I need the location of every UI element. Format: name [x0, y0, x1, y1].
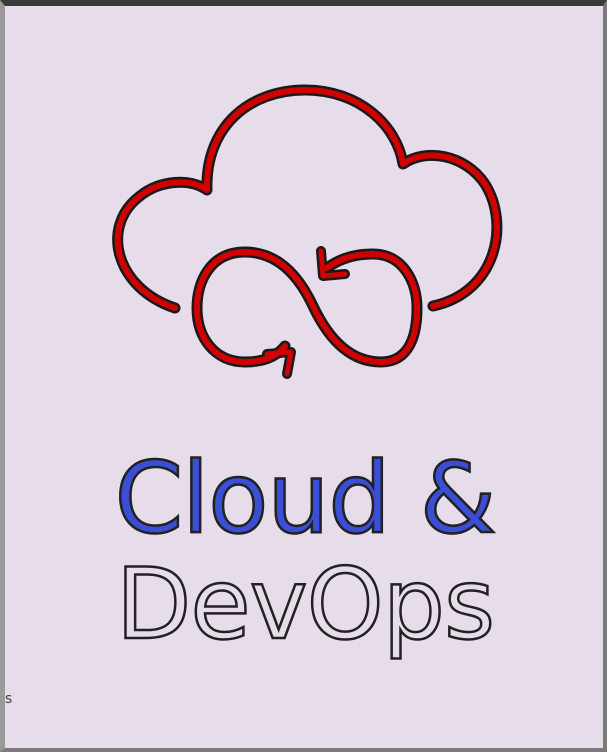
arrow-head-right: [264, 349, 294, 377]
infinity-loop-outline: [191, 246, 423, 368]
infinity-loop: [194, 249, 420, 365]
cloud-outline: [112, 84, 503, 314]
cloud-shape: [114, 87, 500, 311]
arrow-head-left: [318, 248, 348, 279]
corner-mark: s: [5, 691, 13, 707]
logo-title-line1: Cloud &: [115, 442, 496, 556]
logo-graphic: Cloud & DevOps: [112, 84, 503, 663]
logo-title-line2: DevOps: [116, 548, 494, 662]
cloud-devops-infinity-icon: [112, 84, 503, 379]
